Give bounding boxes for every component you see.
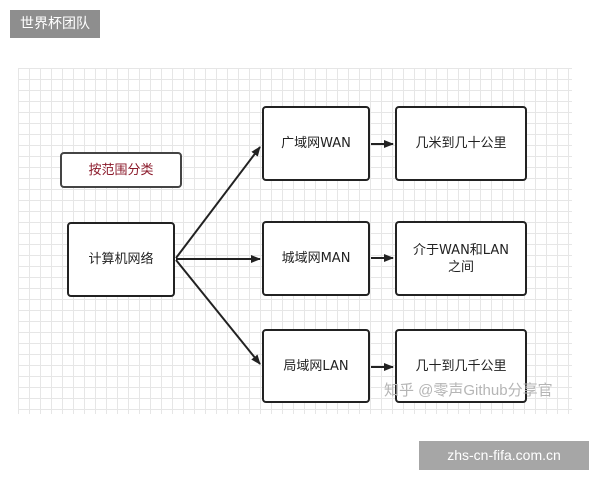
node-man-label: 城域网MAN	[281, 251, 351, 266]
node-man: 城域网MAN	[262, 221, 370, 296]
footer-tag: zhs-cn-fifa.com.cn	[419, 441, 589, 470]
root-node-label: 计算机网络	[88, 252, 154, 267]
header-tag: 世界杯团队	[10, 10, 100, 38]
range-man: 介于WAN和LAN 之间	[395, 221, 527, 296]
node-wan-label: 广域网WAN	[281, 136, 351, 151]
category-label: 按范围分类	[88, 162, 154, 178]
range-lan-label: 几十到几千公里	[415, 358, 507, 374]
range-man-line-2: 之间	[447, 259, 474, 275]
range-man-line-1: 介于WAN和LAN	[413, 242, 509, 258]
node-lan-label: 局域网LAN	[283, 358, 349, 374]
node-lan: 局域网LAN	[262, 329, 370, 403]
range-wan-label: 几米到几十公里	[415, 136, 507, 151]
range-lan: 几十到几千公里	[395, 329, 527, 403]
range-wan: 几米到几十公里	[395, 106, 527, 181]
watermark-text: 知乎 @零声Github分享官	[384, 382, 553, 399]
category-label-box: 按范围分类	[60, 152, 182, 188]
node-wan: 广域网WAN	[262, 106, 370, 181]
arrow-root-to-lan	[175, 259, 261, 365]
root-node: 计算机网络	[67, 222, 175, 297]
arrow-root-to-wan	[175, 146, 261, 259]
